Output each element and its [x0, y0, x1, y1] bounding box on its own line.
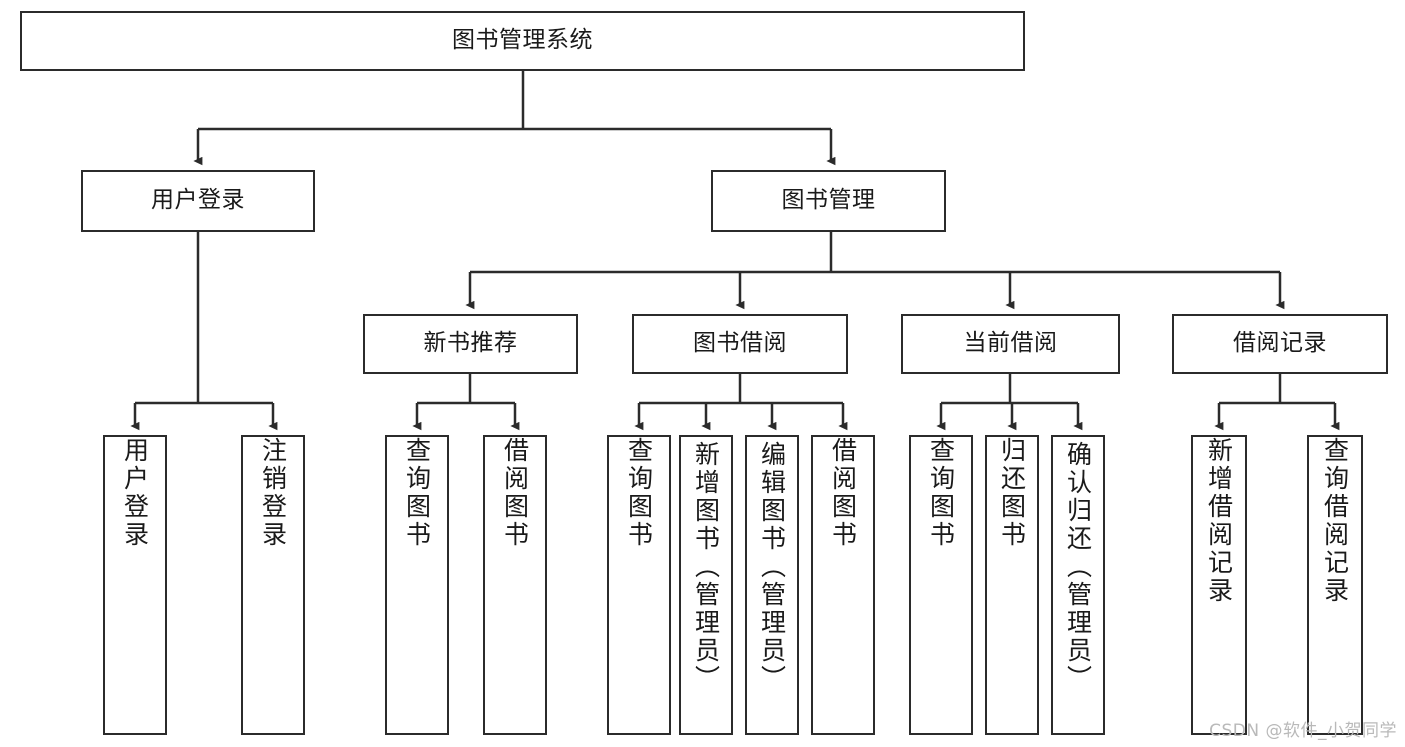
node-leaf-query-book-label: 查询图书: [624, 437, 654, 549]
node-leaf-borrow-book[interactable]: 借阅图书: [811, 435, 875, 735]
node-leaf-query-borrow-record-label: 查询借阅记录: [1320, 437, 1350, 605]
node-leaf-user-login-label: 用户登录: [120, 437, 150, 549]
node-leaf-logout-label: 注销登录: [258, 437, 288, 549]
node-current-borrow-label: 当前借阅: [963, 330, 1058, 357]
node-user-login[interactable]: 用户登录: [81, 170, 315, 232]
node-leaf-borrow-book-label: 借阅图书: [828, 437, 858, 549]
node-leaf-borrow-book-rec[interactable]: 借阅图书: [483, 435, 547, 735]
node-leaf-borrow-book-rec-label: 借阅图书: [500, 437, 530, 549]
node-leaf-edit-book-admin[interactable]: 编辑图书（管理员）: [745, 435, 799, 735]
csdn-watermark: CSDN @软件_小贺同学: [1209, 721, 1397, 741]
node-leaf-add-borrow-record[interactable]: 新增借阅记录: [1191, 435, 1247, 735]
node-book-borrow-label: 图书借阅: [693, 330, 787, 357]
node-current-borrow[interactable]: 当前借阅: [901, 314, 1120, 374]
node-leaf-query-book-rec[interactable]: 查询图书: [385, 435, 449, 735]
node-leaf-add-borrow-record-label: 新增借阅记录: [1204, 437, 1234, 605]
node-leaf-edit-book-admin-label: 编辑图书（管理员）: [757, 441, 787, 693]
node-leaf-confirm-return-admin-label: 确认归还（管理员）: [1063, 441, 1093, 693]
node-borrow-record-label: 借阅记录: [1233, 330, 1327, 357]
node-borrow-record[interactable]: 借阅记录: [1172, 314, 1388, 374]
node-user-login-label: 用户登录: [151, 187, 245, 214]
node-leaf-logout[interactable]: 注销登录: [241, 435, 305, 735]
node-root[interactable]: 图书管理系统: [20, 11, 1025, 71]
node-leaf-query-book-rec-label: 查询图书: [402, 437, 432, 549]
node-leaf-add-book-admin-label: 新增图书（管理员）: [691, 441, 721, 693]
node-leaf-query-borrow-record[interactable]: 查询借阅记录: [1307, 435, 1363, 735]
node-new-book-recommend-label: 新书推荐: [423, 330, 518, 357]
node-book-borrow[interactable]: 图书借阅: [632, 314, 848, 374]
node-leaf-return-book-label: 归还图书: [997, 437, 1027, 549]
node-leaf-query-book-cur[interactable]: 查询图书: [909, 435, 973, 735]
node-leaf-user-login[interactable]: 用户登录: [103, 435, 167, 735]
node-leaf-query-book[interactable]: 查询图书: [607, 435, 671, 735]
node-book-manage-label: 图书管理: [781, 187, 876, 214]
node-leaf-query-book-cur-label: 查询图书: [926, 437, 956, 549]
node-leaf-confirm-return-admin[interactable]: 确认归还（管理员）: [1051, 435, 1105, 735]
node-leaf-add-book-admin[interactable]: 新增图书（管理员）: [679, 435, 733, 735]
node-root-label: 图书管理系统: [452, 27, 593, 54]
node-book-manage[interactable]: 图书管理: [711, 170, 946, 232]
node-new-book-recommend[interactable]: 新书推荐: [363, 314, 578, 374]
node-leaf-return-book[interactable]: 归还图书: [985, 435, 1039, 735]
